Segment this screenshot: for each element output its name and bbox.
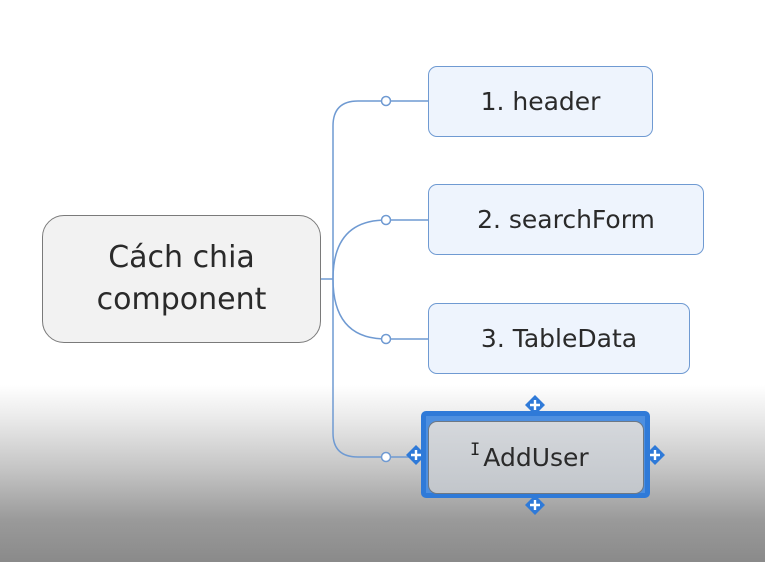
- child-label: 2. searchForm: [477, 205, 655, 234]
- root-label-line1: Cách chia: [108, 240, 255, 275]
- connector-dot-3: [380, 333, 392, 345]
- root-node[interactable]: Cách chia component: [42, 215, 321, 343]
- connector-dot-2: [380, 214, 392, 226]
- child-node-adduser[interactable]: AddUser: [428, 421, 644, 494]
- plus-handle-icon[interactable]: [405, 444, 427, 466]
- child-node-header[interactable]: 1. header: [428, 66, 653, 137]
- connector-to-searchform: [332, 219, 387, 280]
- plus-handle-icon[interactable]: [644, 444, 666, 466]
- connector-to-header: [332, 100, 386, 279]
- connector-dot-4: [380, 451, 392, 463]
- plus-handle-icon[interactable]: [524, 394, 546, 416]
- plus-handle-icon[interactable]: [524, 494, 546, 516]
- child-label: 1. header: [480, 87, 601, 116]
- connector-dot-1: [380, 95, 392, 107]
- connector-to-tabledata: [332, 278, 387, 340]
- child-label: 3. TableData: [480, 324, 638, 353]
- root-label-line2: component: [96, 282, 267, 317]
- connector-to-adduser: [332, 279, 386, 458]
- child-node-searchform[interactable]: 2. searchForm: [428, 184, 704, 255]
- child-node-tabledata[interactable]: 3. TableData: [428, 303, 690, 374]
- child-label[interactable]: AddUser: [483, 443, 589, 472]
- text-cursor-icon: I: [470, 440, 481, 460]
